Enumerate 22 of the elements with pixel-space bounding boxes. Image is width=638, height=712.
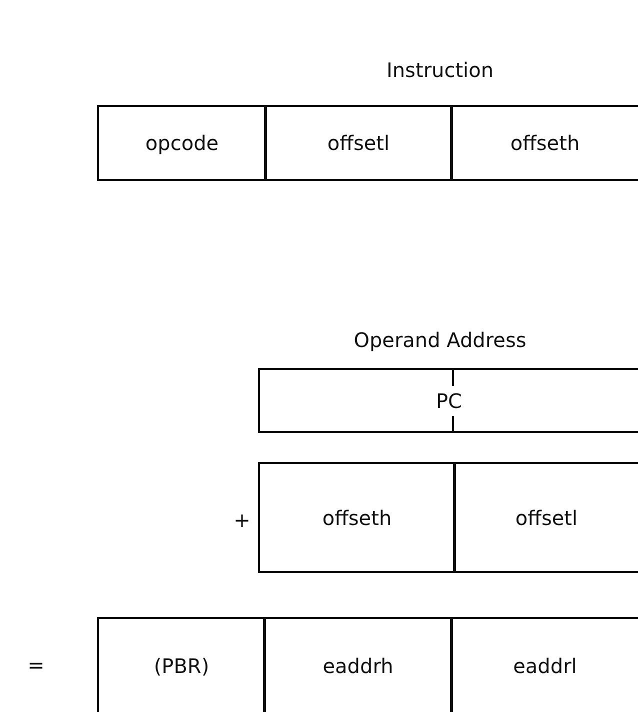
operator: = xyxy=(28,653,44,677)
register-field xyxy=(97,105,267,181)
field-name: opcode xyxy=(145,131,219,155)
field-name: eaddrh xyxy=(322,654,394,678)
register-field xyxy=(453,462,638,573)
field-name: offsetl xyxy=(327,131,390,155)
field-name: offsetl xyxy=(515,506,578,530)
register-field xyxy=(258,368,638,433)
register-field xyxy=(450,105,638,181)
register-field xyxy=(258,462,456,573)
operator: + xyxy=(234,508,250,532)
register-field xyxy=(264,105,453,181)
register-field xyxy=(263,617,453,712)
field-name: offseth xyxy=(510,131,580,155)
register-field xyxy=(97,617,266,712)
field-name: offseth xyxy=(322,506,392,530)
field-name: (PBR) xyxy=(154,654,210,678)
heading: Instruction xyxy=(386,58,494,82)
field-name: PC xyxy=(436,388,462,412)
field-name: eaddrl xyxy=(513,654,577,678)
register-field xyxy=(450,617,638,712)
heading: Operand Address xyxy=(354,328,526,352)
